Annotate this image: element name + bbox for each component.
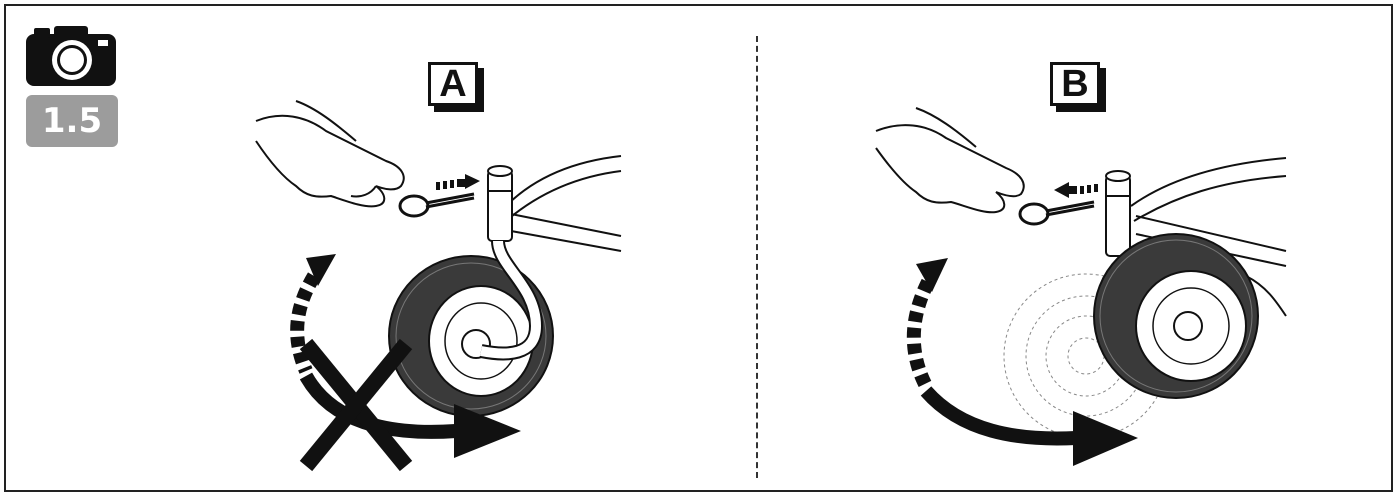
wheel-post bbox=[1106, 171, 1130, 256]
step-number-badge: 1.5 bbox=[26, 95, 118, 147]
hand-icon bbox=[876, 108, 1024, 212]
step-number: 1.5 bbox=[42, 101, 102, 141]
frame-tubes bbox=[506, 156, 621, 251]
remove-arrow bbox=[1054, 182, 1098, 198]
panel-a-illustration bbox=[236, 86, 636, 476]
panel-b-illustration bbox=[866, 86, 1296, 476]
panel-divider bbox=[756, 36, 758, 478]
lock-pin bbox=[1020, 202, 1094, 224]
hand-icon bbox=[256, 101, 404, 206]
wheel bbox=[1094, 234, 1258, 398]
camera-icon bbox=[24, 24, 118, 88]
wheel-post bbox=[488, 166, 512, 241]
insert-arrow bbox=[436, 174, 480, 190]
illustration-frame: 1.5 A B bbox=[4, 4, 1393, 492]
lock-pin bbox=[400, 194, 474, 216]
